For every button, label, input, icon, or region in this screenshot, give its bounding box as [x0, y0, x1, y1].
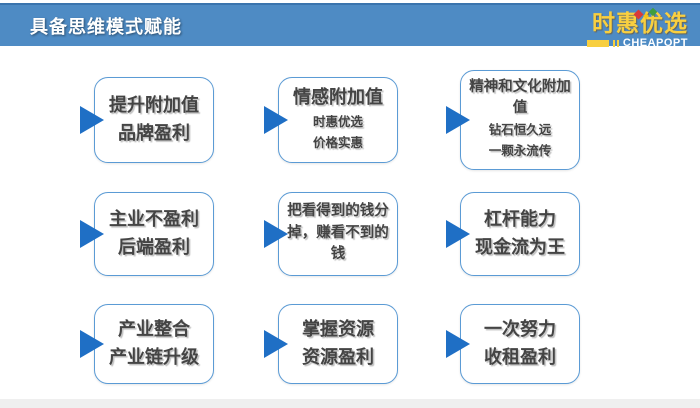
- box-line: 产业整合: [118, 319, 190, 340]
- sparkle-icon: [633, 7, 658, 20]
- logo-bars-icon: [612, 39, 615, 47]
- concept-box-5: 把看得到的钱分掉，赚看不到的钱: [278, 191, 398, 276]
- concept-box-7: 产业整合 产业链升级: [94, 304, 214, 384]
- box-line: 情感附加值: [293, 87, 383, 108]
- box-line: 后端盈利: [118, 236, 190, 257]
- box-line: 主业不盈利: [109, 208, 199, 229]
- sparkle-green-icon: [648, 7, 658, 17]
- grid-cell: 主业不盈利 后端盈利: [80, 175, 264, 292]
- box-line: 掌握资源: [302, 319, 374, 340]
- arrow-icon: [80, 105, 104, 134]
- sparkle-yellow-icon: [643, 13, 649, 19]
- grid-cell: 情感附加值 时惠优选 价格实惠: [264, 64, 446, 175]
- box-line: 一次努力: [484, 319, 556, 340]
- box-line: 杠杆能力: [484, 208, 556, 229]
- brand-name-en: CHEAPOPT: [622, 36, 688, 49]
- arrow-icon: [80, 330, 104, 358]
- box-line: 时惠优选: [312, 115, 363, 130]
- concept-box-3: 精神和文化附加值 钻石恒久远 一颗永流传: [460, 69, 580, 170]
- concept-box-9: 一次努力 收租盈利: [460, 304, 580, 384]
- arrow-icon: [264, 330, 288, 358]
- grid-cell: 产业整合 产业链升级: [80, 292, 264, 396]
- arrow-icon: [264, 105, 288, 134]
- box-line: 提升附加值: [109, 94, 199, 115]
- box-line: 钻石恒久远: [488, 123, 552, 137]
- concept-box-2: 情感附加值 时惠优选 价格实惠: [278, 76, 398, 163]
- grid-cell: 一次努力 收租盈利: [446, 292, 640, 396]
- concept-box-1: 提升附加值 品牌盈利: [94, 76, 214, 163]
- box-line: 现金流为王: [475, 236, 565, 257]
- box-line: 价格实惠: [312, 136, 363, 151]
- arrow-icon: [446, 105, 470, 134]
- grid-cell: 杠杆能力 现金流为王: [446, 175, 640, 292]
- brand-logo: 时惠优选 CHEAPOPT: [586, 7, 688, 49]
- grid-cell: 把看得到的钱分掉，赚看不到的钱: [264, 175, 446, 292]
- sparkle-red-icon: [633, 9, 644, 20]
- box-line: 产业链升级: [109, 347, 199, 367]
- logo-bar-icon: [586, 39, 609, 47]
- page-title: 具备思维模式赋能: [30, 16, 182, 37]
- grid-cell: 提升附加值 品牌盈利: [80, 64, 264, 175]
- concept-box-4: 主业不盈利 后端盈利: [94, 191, 214, 276]
- box-line: 一颗永流传: [488, 144, 552, 159]
- header-bar: 具备思维模式赋能 时惠优选 CHEAPOPT: [0, 3, 700, 49]
- box-line: 资源盈利: [302, 347, 374, 367]
- box-line: 收租盈利: [484, 347, 556, 367]
- arrow-icon: [446, 219, 470, 248]
- box-line: 把看得到的钱分掉，赚看不到的钱: [287, 202, 389, 263]
- footer-strip: [0, 399, 700, 408]
- box-line: 精神和文化附加值: [469, 78, 571, 117]
- box-line: 品牌盈利: [118, 122, 190, 143]
- concept-box-6: 杠杆能力 现金流为王: [460, 191, 580, 276]
- arrow-icon: [264, 219, 288, 248]
- brand-subrow: CHEAPOPT: [586, 36, 688, 49]
- grid-cell: 精神和文化附加值 钻石恒久远 一颗永流传: [446, 64, 640, 175]
- arrow-icon: [80, 219, 104, 248]
- concept-box-8: 掌握资源 资源盈利: [278, 304, 398, 384]
- arrow-icon: [446, 330, 470, 358]
- concept-grid: 提升附加值 品牌盈利 情感附加值 时惠优选 价格实惠 精神和文化附加值 钻石恒久…: [80, 64, 640, 400]
- grid-cell: 掌握资源 资源盈利: [264, 292, 446, 396]
